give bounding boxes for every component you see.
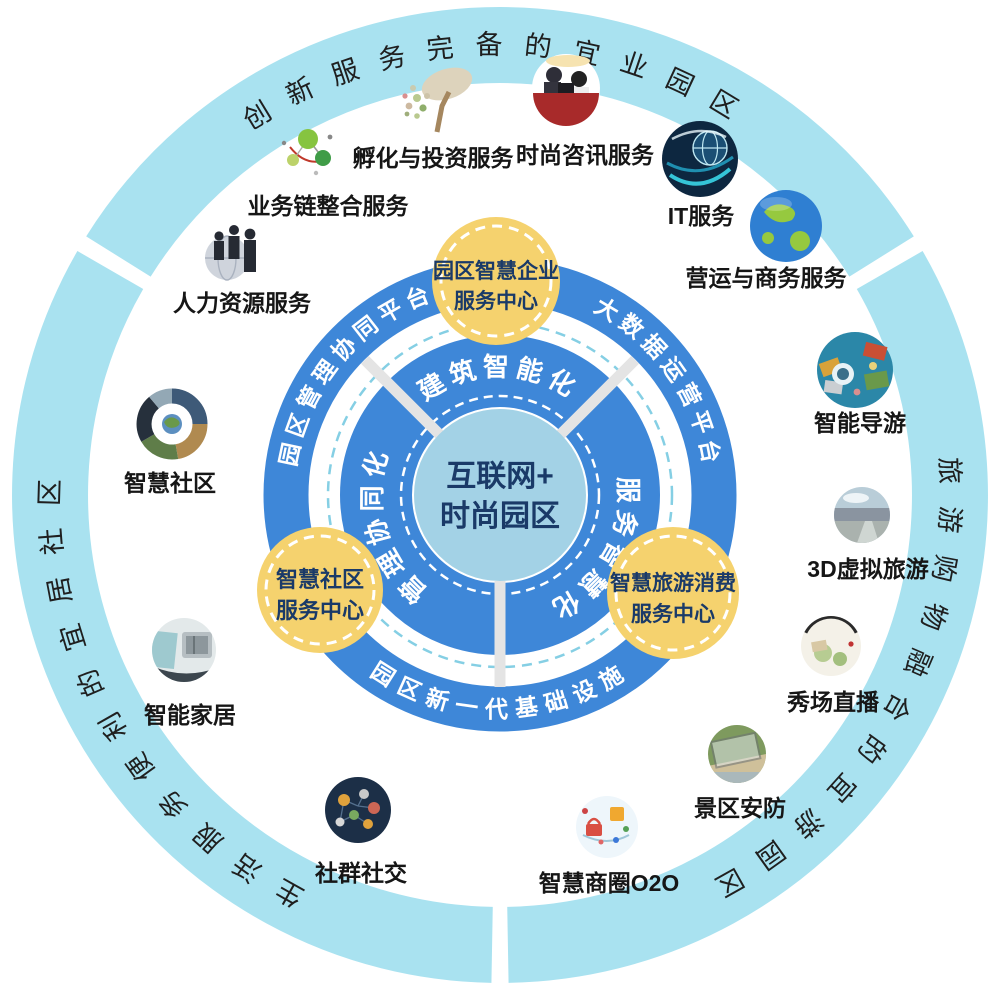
outer-ring-arc-left	[12, 251, 493, 983]
money-tree-icon	[402, 67, 473, 133]
shopping-o2o-icon	[576, 796, 638, 858]
item-label-o2o: 智慧商圈O2O	[539, 870, 680, 896]
outer-ring-arc-right	[507, 251, 988, 983]
tech-globe-icon	[662, 121, 738, 197]
item-label-3d-tour: 3D虚拟旅游	[807, 556, 928, 582]
service-center-right-line2: 服务中心	[631, 602, 715, 626]
item-label-hr: 人力资源服务	[173, 290, 312, 316]
item-label-smart-guide: 智能导游	[814, 410, 906, 436]
item-label-operations: 营运与商务服务	[686, 265, 848, 291]
center-title-line1: 互联网+	[446, 460, 554, 493]
service-center-left-line1: 智慧社区	[276, 567, 364, 592]
spoke-upper-right	[556, 356, 639, 439]
item-label-smart-community: 智慧社区	[124, 470, 216, 496]
outer-ring-arc-top	[86, 7, 914, 277]
service-center-right: 智慧旅游消费 服务中心	[607, 527, 739, 659]
social-network-icon	[325, 777, 391, 843]
earth-globe-icon	[750, 190, 822, 262]
item-label-smart-home: 智能家居	[144, 702, 236, 728]
aerial-view-icon	[708, 725, 766, 783]
photo-collage-ring-icon	[136, 388, 208, 460]
travel-collage-icon	[817, 332, 893, 408]
item-label-it: IT服务	[668, 203, 735, 229]
spoke-upper-left	[361, 356, 444, 439]
service-center-top: 园区智慧企业 服务中心	[432, 217, 560, 345]
business-people-icon	[205, 225, 256, 281]
center-circle	[414, 409, 586, 581]
service-center-right-line1: 智慧旅游消费	[610, 571, 736, 595]
show-sketch-icon	[801, 616, 861, 676]
service-center-left: 智慧社区 服务中心	[257, 527, 383, 653]
smart-appliance-icon	[152, 618, 216, 682]
service-center-top-line2: 服务中心	[454, 289, 538, 313]
item-label-show-live: 秀场直播	[786, 689, 880, 715]
item-label-consulting: 时尚咨讯服务	[516, 142, 655, 168]
consulting-people-icon	[532, 54, 600, 126]
dashed-ring-outer	[326, 321, 674, 669]
network-nodes-icon	[281, 129, 333, 176]
item-label-security: 景区安防	[694, 795, 786, 821]
panorama-photo-icon	[834, 487, 890, 543]
service-center-top-line1: 园区智慧企业	[433, 259, 559, 283]
item-label-business-chain: 业务链整合服务	[248, 193, 410, 219]
center-title-line2: 时尚园区	[440, 500, 560, 533]
item-label-incubation: 孵化与投资服务	[353, 145, 515, 171]
item-label-social: 社群社交	[315, 860, 407, 886]
service-center-left-line2: 服务中心	[276, 598, 364, 623]
